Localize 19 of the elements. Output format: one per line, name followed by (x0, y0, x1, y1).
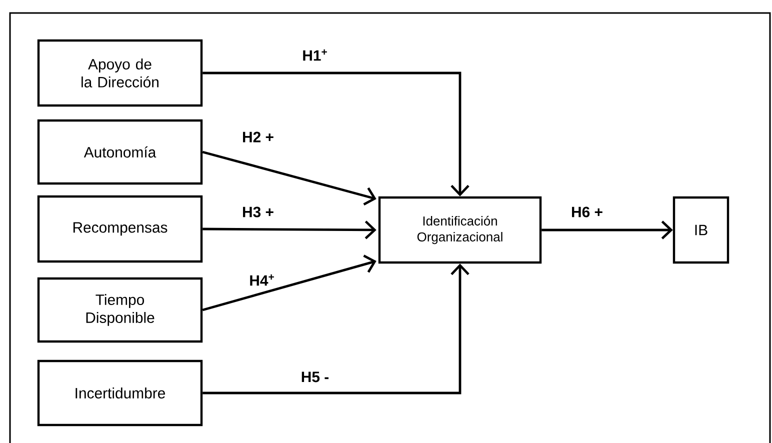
edge-label: H1$^{+}$ (303, 49, 327, 61)
concept-box: Autonomía (37, 119, 203, 185)
concept-box: Identificación Organizacional (378, 196, 542, 264)
edge-label: H4$^{+}$ (250, 274, 274, 286)
arrow (542, 220, 673, 240)
edge-label: H5 - (302, 372, 328, 382)
concept-box: Tiempo Disponible (37, 277, 203, 343)
arrow (202, 254, 376, 312)
concept-box: Apoyo de la Dirección (37, 39, 203, 107)
edge-label: H3 + (243, 206, 274, 218)
edge-label: H6 + (572, 206, 602, 218)
concept-box: Recompensas (37, 195, 203, 263)
edge-label: H2 + (243, 132, 274, 142)
arrow (202, 150, 376, 206)
concept-box: IB (672, 196, 730, 264)
arrow (202, 264, 470, 394)
arrow (202, 72, 470, 196)
arrow (202, 220, 376, 240)
concept-box: Incertidumbre (37, 360, 203, 426)
